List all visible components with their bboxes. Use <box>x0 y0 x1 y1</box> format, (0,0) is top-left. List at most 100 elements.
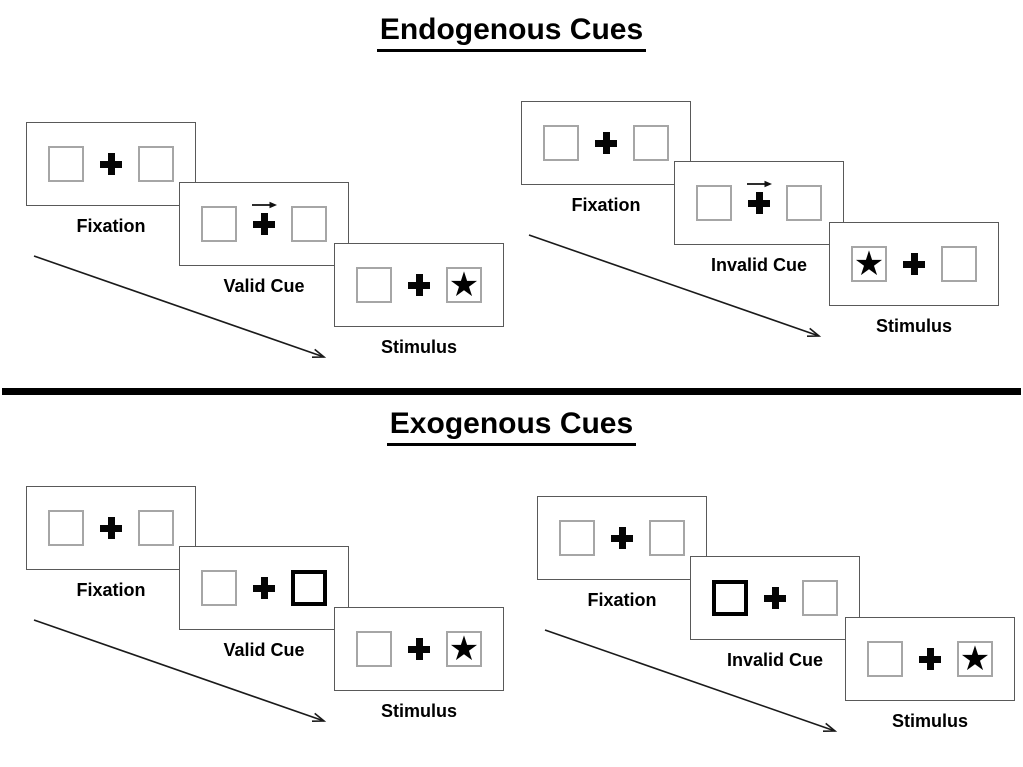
step-stimulus: ★ Stimulus <box>829 222 999 337</box>
fixation-symbol <box>252 201 277 235</box>
fixation-symbol <box>408 274 430 296</box>
panel-exogenous-invalid: Fixation Invalid Cue ★ Stim <box>537 496 1023 758</box>
left-placeholder-box <box>201 570 237 606</box>
card-label: Stimulus <box>891 711 968 731</box>
fixation-cross-icon <box>100 517 122 539</box>
fixation-cross-icon <box>253 577 275 599</box>
stimulus-card: ★ <box>334 607 504 691</box>
cue-card <box>674 161 844 245</box>
right-placeholder-box <box>291 206 327 242</box>
left-placeholder-box <box>48 510 84 546</box>
fixation-cross-icon <box>611 527 633 549</box>
right-placeholder-box <box>633 125 669 161</box>
fixation-symbol <box>747 180 772 214</box>
section-title-endogenous: Endogenous Cues <box>0 13 1023 52</box>
left-placeholder-box <box>48 146 84 182</box>
sequence-arrow-icon <box>33 619 327 722</box>
fixation-cross-icon <box>408 638 430 660</box>
card-label: Fixation <box>571 195 641 215</box>
fixation-symbol <box>919 648 941 670</box>
left-placeholder-box <box>867 641 903 677</box>
stimulus-card: ★ <box>334 243 504 327</box>
left-placeholder-box <box>356 631 392 667</box>
card-label: Stimulus <box>380 337 457 357</box>
fixation-symbol <box>100 517 122 539</box>
step-cue: Valid Cue <box>179 546 349 661</box>
right-placeholder-box <box>649 520 685 556</box>
right-placeholder-box <box>138 146 174 182</box>
star-icon: ★ <box>959 640 991 678</box>
fixation-cross-icon <box>253 213 275 235</box>
stimulus-card: ★ <box>829 222 999 306</box>
fixation-cross-icon <box>764 587 786 609</box>
card-label: Fixation <box>76 580 146 600</box>
fixation-symbol <box>408 638 430 660</box>
panel-exogenous-valid: Fixation Valid Cue ★ Stimul <box>26 486 518 748</box>
left-target-box: ★ <box>851 246 887 282</box>
cue-card <box>690 556 860 640</box>
step-stimulus: ★ Stimulus <box>334 243 504 358</box>
step-fixation: Fixation <box>26 122 196 237</box>
stimulus-card: ★ <box>845 617 1015 701</box>
step-cue: Invalid Cue <box>690 556 860 671</box>
left-placeholder-box <box>356 267 392 303</box>
card-label: Valid Cue <box>223 276 305 296</box>
fixation-cross-icon <box>100 153 122 175</box>
right-target-box: ★ <box>957 641 993 677</box>
card-label: Fixation <box>76 216 146 236</box>
right-cue-highlight-box <box>291 570 327 606</box>
fixation-card <box>537 496 707 580</box>
fixation-card <box>26 486 196 570</box>
card-label: Invalid Cue <box>726 650 824 670</box>
fixation-symbol <box>595 132 617 154</box>
star-icon: ★ <box>448 266 480 304</box>
fixation-symbol <box>611 527 633 549</box>
card-label: Stimulus <box>875 316 952 336</box>
sequence-arrow-icon <box>33 255 327 358</box>
fixation-cross-icon <box>748 192 770 214</box>
section-title-exogenous: Exogenous Cues <box>0 407 1023 446</box>
step-fixation: Fixation <box>537 496 707 611</box>
fixation-card <box>521 101 691 185</box>
left-placeholder-box <box>543 125 579 161</box>
sequence-arrow-icon <box>544 629 838 732</box>
left-cue-highlight-box <box>712 580 748 616</box>
card-label: Invalid Cue <box>710 255 808 275</box>
right-target-box: ★ <box>446 267 482 303</box>
fixation-cross-icon <box>919 648 941 670</box>
panel-endogenous-valid: Fixation Valid Cue <box>26 122 518 384</box>
right-placeholder-box <box>802 580 838 616</box>
left-placeholder-box <box>696 185 732 221</box>
fixation-cross-icon <box>595 132 617 154</box>
right-placeholder-box <box>138 510 174 546</box>
section-title-endogenous-text: Endogenous Cues <box>376 13 647 52</box>
right-placeholder-box <box>786 185 822 221</box>
step-cue: Valid Cue <box>179 182 349 297</box>
cue-arrow-icon <box>747 180 772 188</box>
right-target-box: ★ <box>446 631 482 667</box>
left-placeholder-box <box>559 520 595 556</box>
step-cue: Invalid Cue <box>674 161 844 276</box>
card-label: Stimulus <box>380 701 457 721</box>
fixation-symbol <box>903 253 925 275</box>
section-title-exogenous-text: Exogenous Cues <box>386 407 637 446</box>
fixation-symbol <box>253 577 275 599</box>
step-stimulus: ★ Stimulus <box>334 607 504 722</box>
cue-card <box>179 182 349 266</box>
fixation-card <box>26 122 196 206</box>
step-fixation: Fixation <box>26 486 196 601</box>
fixation-cross-icon <box>903 253 925 275</box>
cue-arrow-icon <box>252 201 277 209</box>
card-label: Valid Cue <box>223 640 305 660</box>
fixation-cross-icon <box>408 274 430 296</box>
step-fixation: Fixation <box>521 101 691 216</box>
fixation-symbol <box>764 587 786 609</box>
sequence-arrow-icon <box>528 234 822 337</box>
star-icon: ★ <box>448 630 480 668</box>
panel-endogenous-invalid: Fixation Invalid Cue ★ <box>521 101 1013 363</box>
right-placeholder-box <box>941 246 977 282</box>
section-divider <box>2 388 1021 395</box>
cue-card <box>179 546 349 630</box>
star-icon: ★ <box>853 245 885 283</box>
